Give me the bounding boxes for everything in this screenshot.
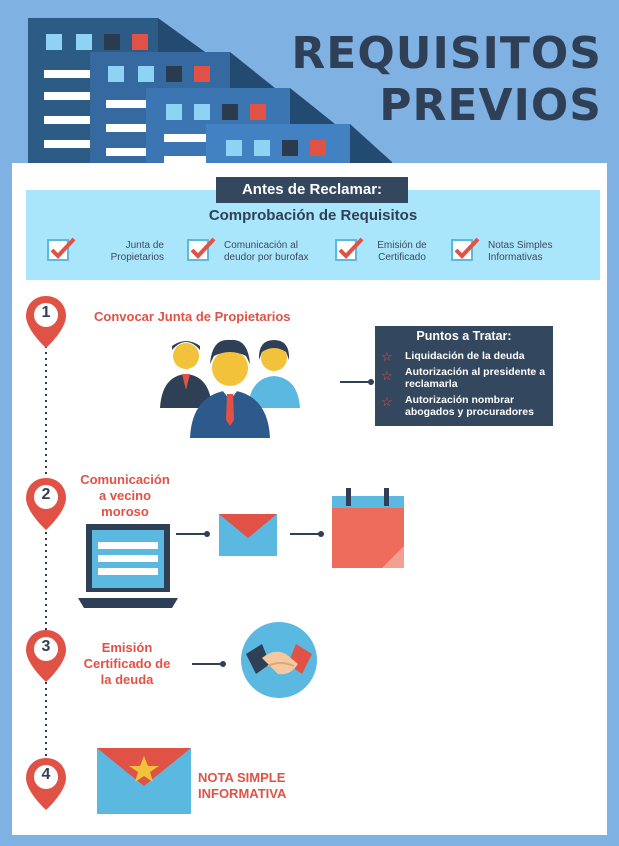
step-2-title: Comunicación a vecino moroso — [70, 472, 180, 520]
requirement-item-3-line-2: Certificado — [378, 252, 426, 263]
requirement-item-2-line-2: deudor por burofax — [224, 252, 309, 263]
people-group-icon — [160, 339, 300, 438]
calendar-icon — [332, 488, 404, 568]
connector-line — [340, 379, 374, 385]
points-item-3: Autorización nombrar abogados y procurad… — [405, 394, 551, 418]
buildings-illustration — [28, 18, 392, 165]
requirement-item-2: Comunicación al deudor por burofax — [224, 240, 320, 264]
connector-line — [176, 531, 210, 537]
step-2-marker-icon — [26, 478, 66, 530]
points-to-treat-box: Puntos a Tratar: ☆ Liquidación de la deu… — [375, 326, 553, 426]
laptop-icon — [78, 524, 178, 608]
points-item-2-line-1: Autorización al presidente a — [405, 366, 546, 378]
points-item-2: Autorización al presidente a reclamarla — [405, 366, 551, 390]
connector-line — [192, 661, 226, 667]
requirement-item-1-line-2: Propietarios — [110, 252, 164, 263]
requirement-item-4-line-2: Informativas — [488, 252, 543, 263]
step-2-number: 2 — [41, 486, 51, 503]
requirement-item-1: Junta de Propietarios — [98, 240, 164, 264]
requirement-item-2-line-1: Comunicación al — [224, 240, 298, 251]
points-title: Puntos a Tratar: — [416, 329, 512, 343]
banner-label: Antes de Reclamar: — [216, 177, 408, 203]
requirement-item-4-line-1: Notas Simples — [488, 240, 553, 251]
step-4-number: 4 — [41, 766, 51, 783]
page-title-line-1: REQUISITOS — [291, 28, 602, 79]
step-4-marker-icon — [26, 758, 66, 810]
page-title-line-2: PREVIOS — [379, 80, 602, 131]
checkbox-checked-icon — [335, 237, 364, 261]
requirement-item-3: Emisión de Certificado — [372, 240, 432, 264]
connector-line — [290, 531, 324, 537]
step-3-title-line-3: la deuda — [100, 672, 154, 687]
step-3-number: 3 — [41, 638, 51, 655]
star-icon: ☆ — [381, 349, 393, 364]
envelope-icon — [219, 514, 277, 556]
requirement-item-4: Notas Simples Informativas — [488, 240, 568, 264]
checkbox-checked-icon — [451, 237, 480, 261]
star-icon: ☆ — [381, 368, 393, 383]
step-4-title: NOTA SIMPLE INFORMATIVA — [198, 770, 338, 802]
requirement-item-1-line-1: Junta de — [125, 240, 164, 251]
handshake-icon — [241, 622, 317, 698]
points-item-2-line-2: reclamarla — [405, 378, 458, 390]
requirement-item-3-line-1: Emisión de — [377, 240, 427, 251]
points-item-3-line-1: Autorización nombrar — [405, 394, 515, 406]
step-2-title-line-3: moroso — [101, 504, 149, 519]
requirements-box — [26, 190, 600, 280]
step-1-title: Convocar Junta de Propietarios — [94, 309, 291, 324]
step-3-marker-icon — [26, 630, 66, 682]
timeline-dotted-line — [45, 340, 47, 770]
step-2-title-line-2: a vecino — [98, 488, 152, 503]
requirements-subtitle: Comprobación de Requisitos — [208, 207, 418, 224]
checkbox-checked-icon — [47, 237, 76, 261]
step-3-title-line-2: Certificado de — [83, 656, 171, 671]
step-4-title-line-2: INFORMATIVA — [198, 786, 287, 801]
step-3-title-line-1: Emisión — [101, 640, 153, 655]
step-4-title-line-1: NOTA SIMPLE — [198, 770, 286, 785]
points-item-1-line-1: Liquidación de la deuda — [405, 350, 525, 362]
points-item-1: Liquidación de la deuda — [405, 350, 551, 362]
step-2-title-line-1: Comunicación — [80, 472, 170, 487]
star-icon: ☆ — [381, 394, 393, 409]
star-envelope-icon — [97, 748, 191, 814]
checkbox-checked-icon — [187, 237, 216, 261]
step-3-title: Emisión Certificado de la deuda — [72, 640, 182, 688]
step-1-marker-icon — [26, 296, 66, 348]
points-item-3-line-2: abogados y procuradores — [405, 406, 534, 418]
step-1-number: 1 — [41, 304, 51, 321]
